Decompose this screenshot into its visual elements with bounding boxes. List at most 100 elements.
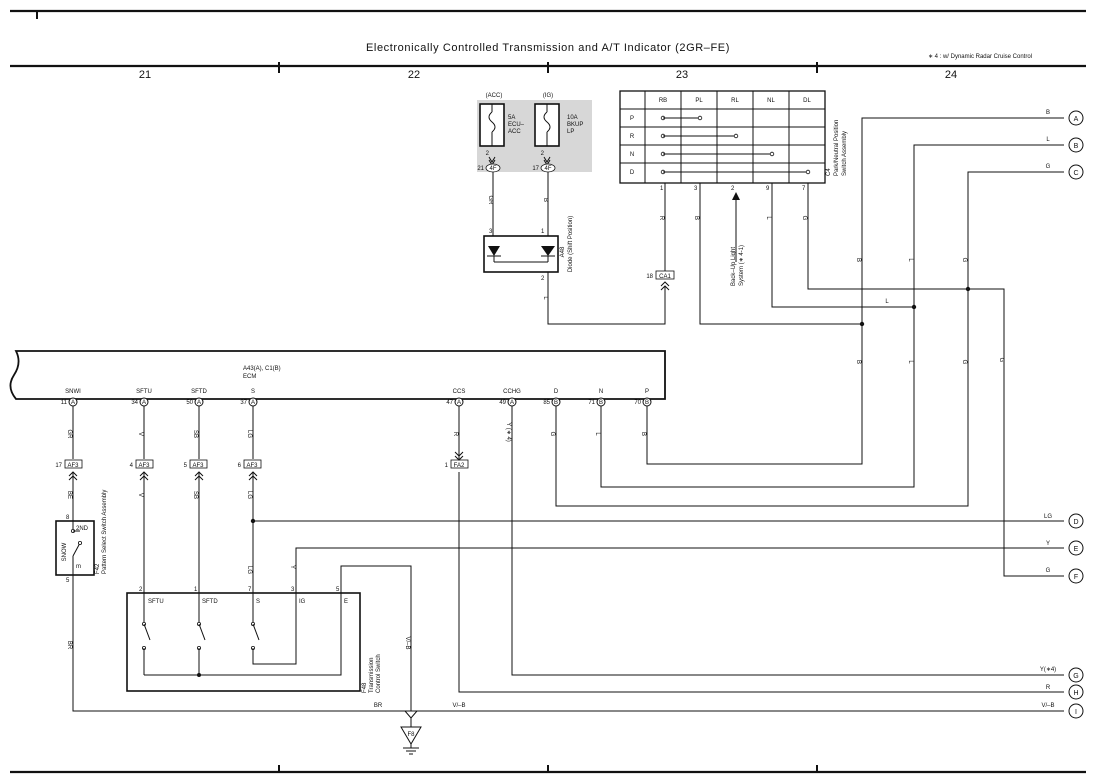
ecm-pin-85: [551, 397, 561, 407]
pattern-m: m: [76, 564, 81, 570]
wire-y4-g: Y(∗4): [1040, 667, 1056, 673]
ecm-pin-34-conn: A: [142, 400, 146, 406]
zone-22: 22: [408, 69, 420, 81]
ecm-desc: ECM: [243, 374, 256, 380]
wire-b-low: B: [855, 360, 861, 364]
fuse-acc-name1: ECU–: [508, 122, 525, 128]
pn-desc1: Park/Neutral Position: [834, 120, 840, 176]
trans-pin-7: 7: [248, 587, 252, 593]
terminal-g-label: G: [1073, 673, 1078, 680]
wire-y-e: Y: [1046, 541, 1050, 547]
fa2: FA2: [454, 463, 465, 469]
wire-l-b: L: [1046, 137, 1050, 143]
trans-desc2: Control Switch: [376, 654, 382, 693]
terminal-h: [1068, 684, 1084, 700]
ecm-num-70: 70: [634, 400, 641, 406]
pn-col-dl: DL: [803, 98, 811, 104]
terminal-c-label: C: [1073, 170, 1078, 177]
pn-col-rb: RB: [659, 98, 667, 104]
zone-24: 24: [945, 69, 957, 81]
wire-l-mid: L: [885, 299, 889, 305]
wire-l-ecm: L: [594, 432, 600, 436]
af3-17-num: 17: [55, 463, 62, 469]
wire-v-low: V: [137, 493, 143, 497]
ecm-term-snwi: SNWI: [65, 389, 81, 395]
af3-4-num: 4: [130, 463, 134, 469]
diode-pin3: 3: [489, 229, 493, 235]
ecm-term-d: D: [554, 389, 559, 395]
wire-g-c: G: [1046, 164, 1051, 170]
wire-g-low: G: [961, 360, 967, 365]
pattern-pin5: 5: [66, 578, 70, 584]
wire-gr-fuse: GR: [487, 196, 493, 206]
ecm-term-n: N: [599, 389, 603, 395]
fuse-ig-name1: BKUP: [567, 122, 583, 128]
wire-b-pn: B: [693, 216, 699, 220]
wire-b-up: B: [855, 258, 861, 262]
terminal-a: [1068, 110, 1084, 126]
wire-lg-low: LG: [246, 491, 252, 499]
trans-pin-1: 1: [194, 587, 198, 593]
diode-pin2: 2: [541, 276, 545, 282]
af3-5-num: 5: [184, 463, 188, 469]
ecm-term-sftd: SFTD: [191, 389, 207, 395]
pn-pin-7: 7: [802, 186, 806, 192]
conn-ca1-pin: 18: [646, 274, 653, 280]
zone-21: 21: [139, 69, 151, 81]
pattern-select-switch: [55, 520, 95, 576]
conn-4f-acc-pin: 21: [477, 166, 484, 172]
fuse-ig-pin: 2: [541, 151, 545, 157]
ecm-pin-47-conn: A: [457, 400, 461, 406]
ecm-num-85: 85: [543, 400, 550, 406]
ecm-num-34: 34: [131, 400, 138, 406]
pn-pin-9: 9: [766, 186, 770, 192]
ecm-num-11: 11: [61, 400, 68, 406]
ecm-term-sftu: SFTU: [136, 389, 152, 395]
trans-pin-2: 2: [139, 587, 143, 593]
pn-pin-1: 1: [660, 186, 664, 192]
wire-sb-ecm: SB: [192, 430, 198, 438]
backup-label1: Back–Up Light: [731, 247, 737, 286]
ecm-pin-49-conn: A: [510, 400, 514, 406]
wire-l-low: L: [907, 360, 913, 364]
terminal-b: [1068, 137, 1084, 153]
wire-lg-ecm: LG: [246, 430, 252, 438]
wire-b-fuse: B: [542, 198, 548, 202]
ecm-num-47: 47: [446, 400, 453, 406]
terminal-f-label: F: [1074, 574, 1078, 581]
fuse-ig-tag: (IG): [543, 93, 553, 99]
terminal-f: [1068, 568, 1084, 584]
terminal-b-label: B: [1074, 143, 1079, 150]
trans-name: F48: [362, 682, 368, 693]
wire-l-diode: L: [542, 296, 548, 300]
page-title: Electronically Controlled Transmission a…: [366, 42, 730, 54]
wire-r-ecm: R: [452, 432, 458, 437]
terminal-d: [1068, 513, 1084, 529]
wire-g-pn: G: [801, 216, 807, 221]
pattern-desc: Pattern Select Switch Assembly: [102, 490, 108, 574]
diode-pin1: 1: [541, 229, 545, 235]
footnote: ∗ 4 : w/ Dynamic Radar Cruise Control: [928, 54, 1032, 60]
terminal-e-label: E: [1074, 546, 1079, 553]
wire-be: BE: [66, 491, 72, 499]
conn-4f-ig-label: 4F: [544, 166, 551, 172]
terminal-e: [1068, 540, 1084, 556]
af3-17: AF3: [67, 463, 79, 469]
pn-row-d: D: [630, 170, 635, 176]
zone-23: 23: [676, 69, 688, 81]
wire-br-vert: BR: [66, 641, 72, 650]
pattern-snow: SNOW: [62, 542, 68, 561]
conn-ca1-label: CA1: [659, 274, 671, 280]
wire-vwb-i: V/–B: [1041, 703, 1054, 709]
ecm-box: [9, 350, 666, 400]
wire-br-horz: BR: [374, 703, 383, 709]
pn-name: C4: [826, 168, 832, 176]
pn-row-n: N: [630, 152, 634, 158]
junction-b: [859, 321, 865, 327]
fuse-ig-name2: LP: [567, 129, 574, 135]
backup-label2: System (∗ 4‑1): [739, 245, 745, 286]
pn-col-pl: PL: [695, 98, 703, 104]
ecm-pin-11-conn: A: [71, 400, 75, 406]
wire-b-ecm: B: [640, 432, 646, 436]
fuse-acc-tag: (ACC): [486, 93, 503, 99]
